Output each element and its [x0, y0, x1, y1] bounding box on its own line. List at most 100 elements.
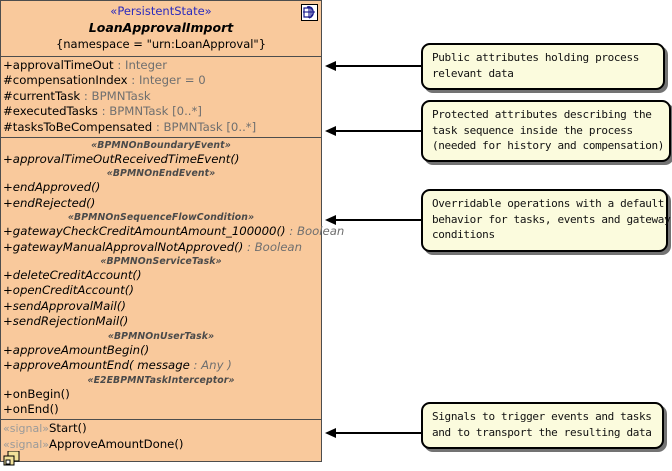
visibility-marker: # [3, 73, 13, 88]
operation-row: +approveAmountBegin() [1, 343, 321, 358]
note-text-line: conditions [432, 228, 495, 241]
attribute-name: compensationIndex [12, 73, 128, 88]
attribute-type: : Integer = 0 [127, 73, 206, 88]
note-text-line: and to transport the resulting data [432, 425, 652, 439]
visibility-marker: # [3, 104, 13, 119]
connector-arrow-signals [325, 428, 336, 438]
connector-line-protected-attributes [336, 130, 421, 132]
visibility-marker: + [3, 224, 13, 239]
note-text-line: behavior for tasks, events and gateway [432, 212, 671, 226]
operation-name: onEnd() [12, 401, 59, 416]
visibility-marker: + [3, 58, 13, 72]
visibility-marker: + [3, 180, 13, 195]
operation-return-type: : Any ) [189, 358, 232, 373]
operation-group-stereotype: «BPMNOnSequenceFlowCondition» [67, 212, 255, 224]
signal-name: ApproveAmountDone() [49, 436, 184, 451]
note-text-line: Signals to trigger events and tasks [432, 410, 652, 423]
operation-row: +openCreditAccount() [1, 283, 321, 298]
class-tagged-value: {namespace = "urn:LoanApproval"} [55, 37, 267, 51]
operation-row: +onBegin() [1, 387, 321, 402]
attribute-row: #currentTask : BPMNTask [1, 89, 321, 104]
visibility-marker: + [3, 401, 13, 416]
operation-name: approveAmountEnd( message [12, 358, 190, 373]
note-text-line: Public attributes holding process [432, 51, 639, 64]
attribute-row: #executedTasks : BPMNTask [0..*] [1, 104, 321, 119]
operation-name: sendRejectionMail() [12, 314, 129, 329]
operation-group-stereotype: «BPMNOnUserTask» [107, 330, 215, 342]
signal-stereotype: «signal» [3, 437, 49, 451]
connector-arrow-public-attributes [325, 61, 336, 71]
operation-name: gatewayCheckCreditAmountAmount_100000() [12, 224, 286, 239]
page-title: LoanApprovalImport [88, 20, 234, 35]
visibility-marker: + [3, 268, 13, 283]
signal-row: «signal»ApproveAmountDone() [1, 437, 321, 452]
signal-stereotype: «signal» [3, 422, 49, 436]
visibility-marker: + [3, 195, 13, 210]
attribute-type: : BPMNTask [80, 88, 151, 103]
visibility-marker: + [3, 283, 13, 298]
visibility-marker: + [3, 342, 13, 357]
signal-name: Start() [49, 421, 87, 436]
operation-row: +onEnd() [1, 402, 321, 417]
note-text-line: Protected attributes describing the [432, 108, 652, 121]
visibility-marker: + [3, 298, 13, 313]
operation-row: +approvalTimeOutReceivedTimeEvent() [1, 152, 321, 167]
class-header: «PersistentState» LoanApprovalImport {na… [1, 1, 321, 57]
note-text-line: task sequence inside the process [432, 123, 633, 137]
operation-row: +endRejected() [1, 196, 321, 211]
operation-row: +gatewayCheckCreditAmountAmount_100000()… [1, 224, 344, 239]
signal-row: «signal»Start() [1, 421, 321, 436]
connector-arrow-protected-attributes [325, 126, 336, 136]
note-protected-attributes[interactable]: Protected attributes describing the task … [421, 100, 671, 162]
note-overridable-operations[interactable]: Overridable operations with a default beh… [421, 189, 671, 252]
operation-row: +gatewayManualApprovalNotApproved() : Bo… [1, 240, 321, 255]
visibility-marker: + [3, 386, 13, 401]
signals-compartment: «signal»Start()«signal»ApproveAmountDone… [1, 420, 321, 454]
operation-row: +approveAmountEnd( message : Any ) [1, 358, 321, 373]
attributes-compartment: +approvalTimeOut : Integer#compensationI… [1, 57, 321, 139]
operation-name: openCreditAccount() [12, 283, 134, 298]
visibility-marker: + [3, 314, 13, 329]
uml-class-loanapprovalimport[interactable]: «PersistentState» LoanApprovalImport {na… [0, 0, 344, 466]
note-text-line: Overridable operations with a default [432, 197, 665, 210]
operation-name: onBegin() [12, 386, 70, 401]
connector-arrow-overridable-operations [325, 215, 336, 225]
operation-group-stereotype: «BPMNOnServiceTask» [100, 256, 222, 268]
attribute-row: #tasksToBeCompensated : BPMNTask [0..*] [1, 120, 321, 135]
attribute-row: +approvalTimeOut : Integer [1, 58, 321, 73]
operation-row: +sendRejectionMail() [1, 314, 321, 329]
attribute-type: : BPMNTask [0..*] [152, 119, 257, 134]
connector-line-overridable-operations [336, 219, 421, 221]
persistent-state-icon [301, 4, 318, 21]
visibility-marker: + [3, 358, 13, 373]
visibility-marker: # [3, 88, 13, 103]
operation-name: gatewayManualApprovalNotApproved() [12, 239, 244, 254]
note-text-line: relevant data [432, 66, 514, 80]
operation-group-stereotype: «BPMNOnBoundaryEvent» [91, 140, 231, 152]
operation-name: approveAmountBegin() [12, 342, 150, 357]
visibility-marker: + [3, 152, 13, 167]
operation-row: +sendApprovalMail() [1, 299, 321, 314]
operation-name: deleteCreditAccount() [12, 268, 142, 283]
operation-row: +deleteCreditAccount() [1, 268, 321, 283]
attribute-row: #compensationIndex : Integer = 0 [1, 73, 321, 88]
operation-name: endApproved() [12, 180, 101, 195]
attribute-type: : BPMNTask [0..*] [97, 104, 202, 119]
connector-line-public-attributes [336, 65, 421, 67]
operation-name: approvalTimeOutReceivedTimeEvent() [12, 152, 240, 167]
visibility-marker: # [3, 119, 13, 134]
operation-return-type: : Boolean [285, 224, 345, 239]
component-icon [3, 450, 21, 467]
operation-name: sendApprovalMail() [12, 298, 126, 313]
attribute-name: tasksToBeCompensated [12, 119, 153, 134]
note-signals[interactable]: Signals to trigger events and tasks and t… [421, 402, 664, 449]
note-public-attributes[interactable]: Public attributes holding process relevan… [421, 43, 665, 90]
operations-compartment: «BPMNOnBoundaryEvent»+approvalTimeOutRec… [1, 138, 344, 421]
operation-group-stereotype: «BPMNOnEndEvent» [106, 168, 216, 180]
connector-line-signals [336, 432, 421, 434]
attribute-name: currentTask [12, 88, 81, 103]
operation-name: endRejected() [12, 195, 96, 210]
operation-group-stereotype: «E2EBPMNTaskInterceptor» [87, 374, 235, 386]
attribute-name: approvalTimeOut [12, 58, 114, 72]
